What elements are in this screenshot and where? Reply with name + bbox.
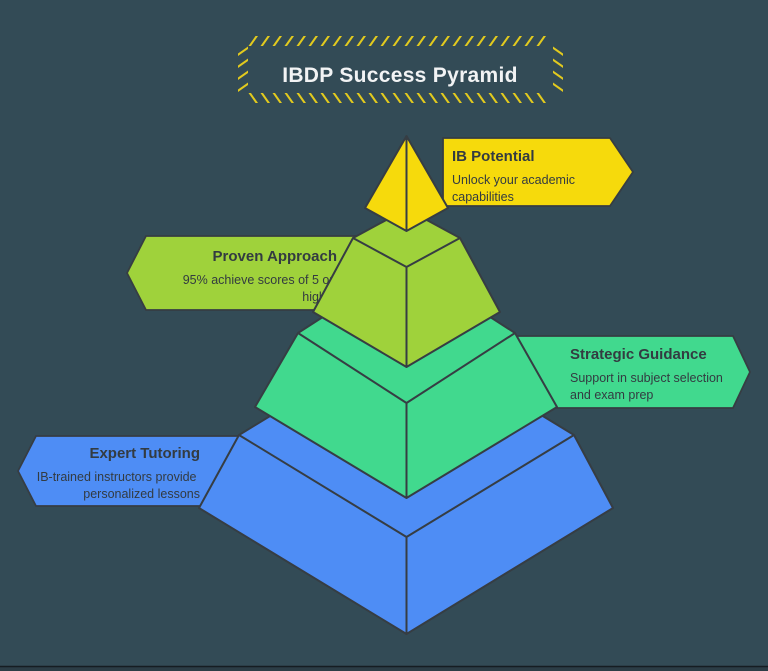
- banner-ib-potential-shape: [442, 137, 634, 207]
- pyramid-tier-ib-potential: [364, 135, 449, 232]
- banner-ib-potential-desc: Unlock your academic capabilities: [452, 173, 578, 204]
- banner-proven-approach-title: Proven Approach: [213, 248, 337, 265]
- page-title: IBDP Success Pyramid: [282, 64, 518, 87]
- pyramid-tier-strategic-guidance-rim-left-edge: [297, 332, 408, 404]
- pyramid-tier-proven-approach-rim-right-edge: [406, 237, 461, 268]
- pyramid-tier-proven-approach-rim-left-edge: [352, 237, 407, 268]
- banner-strategic-guidance-desc-line1: Support in subject selection: [570, 371, 723, 385]
- banner-expert-tutoring-desc-line1: IB-trained instructors provide: [37, 470, 197, 484]
- pyramid-tier-strategic-guidance-rim-right-edge: [405, 332, 516, 404]
- banner-ib-potential-title: IB Potential: [452, 148, 535, 165]
- pyramid: [198, 135, 614, 635]
- banner-expert-tutoring-desc: IB-trained instructors provide personali…: [37, 470, 200, 501]
- banner-expert-tutoring-desc-line2: personalized lessons: [83, 487, 200, 501]
- footer-strip: [0, 667, 768, 671]
- banner-ib-potential-desc-line2: capabilities: [452, 190, 514, 204]
- banner-expert-tutoring-title: Expert Tutoring: [89, 445, 200, 462]
- pyramid-tier-expert-tutoring-rim-right-edge: [405, 434, 575, 538]
- title-box: IBDP Success Pyramid: [238, 36, 563, 103]
- pyramid-tier-expert-tutoring-rim-left-edge: [238, 434, 408, 538]
- banner-ib-potential: IB Potential Unlock your academic capabi…: [442, 137, 634, 207]
- banner-proven-approach-desc-line1: 95% achieve scores of 5 or: [183, 273, 334, 287]
- banner-strategic-guidance-desc-line2: and exam prep: [570, 388, 653, 402]
- banner-strategic-guidance-title: Strategic Guidance: [570, 346, 707, 363]
- banner-strategic-guidance-desc: Support in subject selection and exam pr…: [570, 371, 726, 402]
- banner-ib-potential-desc-line1: Unlock your academic: [452, 173, 575, 187]
